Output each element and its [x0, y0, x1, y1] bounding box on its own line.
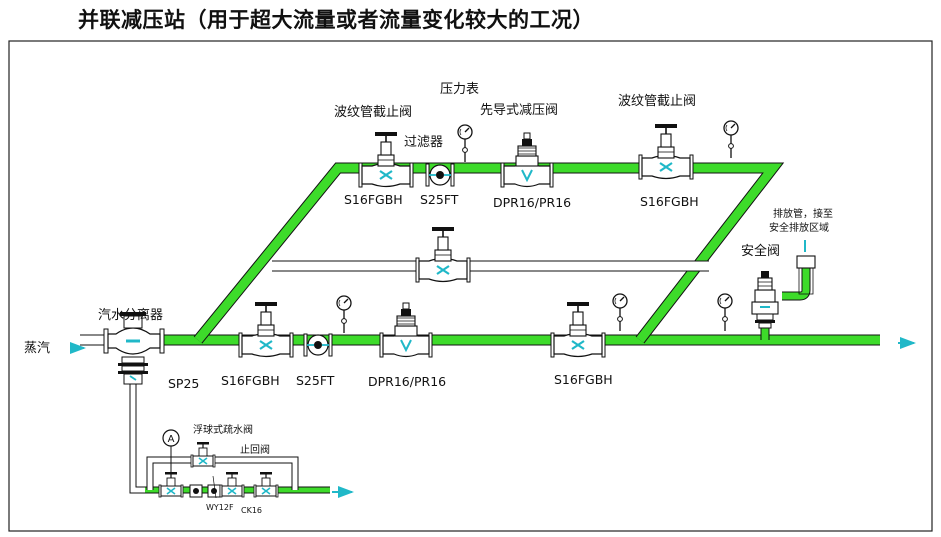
- page-title: 并联减压站（用于超大流量或者流量变化较大的工况）: [78, 8, 594, 32]
- upper-bellows-valve-2-code: S16FGBH: [640, 194, 699, 209]
- lower-pressure-gauge-3: [717, 293, 733, 332]
- lower-pressure-gauge-1: [336, 295, 352, 334]
- lower-bellows-valve-2: [549, 300, 607, 359]
- lower-valve-1-code: S16FGBH: [221, 373, 280, 388]
- upper-bellows-valve-2-label: 波纹管截止阀: [618, 94, 696, 109]
- check-valve: [219, 471, 245, 498]
- diagram-frame: [8, 40, 933, 532]
- lower-pressure-gauge-2: [612, 293, 628, 332]
- pipe-network: [80, 162, 880, 494]
- lower-prv-code: DPR16/PR16: [368, 374, 446, 389]
- trap-valve-label: 浮球式疏水阀: [193, 423, 253, 436]
- vent-note-line2: 安全排放区域: [769, 221, 829, 234]
- safety-valve: [751, 271, 779, 329]
- upper-filter-label: 过滤器: [404, 135, 443, 150]
- upper-prv-label: 先导式减压阀: [480, 103, 558, 118]
- pressure-gauge-label: 压力表: [440, 82, 479, 97]
- lower-valve-2-code: S16FGBH: [554, 372, 613, 387]
- upper-pressure-gauge-1: [457, 124, 473, 163]
- upper-prv: [500, 132, 554, 188]
- vent-pipe-head: [796, 255, 816, 295]
- trap-code: WY12F: [206, 503, 234, 512]
- upper-bellows-valve-1-code: S16FGBH: [344, 192, 403, 207]
- separator-code: SP25: [168, 376, 199, 391]
- steam-separator: [103, 312, 165, 385]
- upper-filter-code: S25FT: [420, 192, 459, 207]
- drain-valve-1: [158, 471, 184, 498]
- check-code: CK16: [241, 506, 262, 515]
- steam-inlet-label: 蒸汽: [24, 341, 50, 356]
- float-steam-trap: [189, 484, 221, 498]
- check-valve-label: 止回阀: [240, 443, 270, 456]
- lower-bellows-valve-1: [237, 300, 295, 359]
- upper-bellows-valve-2: [637, 122, 695, 181]
- trap-bypass-valve: [190, 441, 216, 468]
- vent-note-line1: 排放管，接至: [773, 207, 833, 220]
- lower-prv: [379, 302, 433, 358]
- separator-label: 汽水分离器: [98, 307, 163, 323]
- upper-pressure-gauge-2: [723, 120, 739, 159]
- upper-prv-code: DPR16/PR16: [493, 195, 571, 210]
- lower-filter-code: S25FT: [296, 373, 335, 388]
- upper-bellows-valve-1-label: 波纹管截止阀: [334, 105, 412, 120]
- svg-text:A: A: [168, 434, 175, 445]
- drain-valve-2: [253, 471, 279, 498]
- safety-valve-label: 安全阀: [741, 243, 780, 259]
- bypass-valve: [414, 225, 472, 284]
